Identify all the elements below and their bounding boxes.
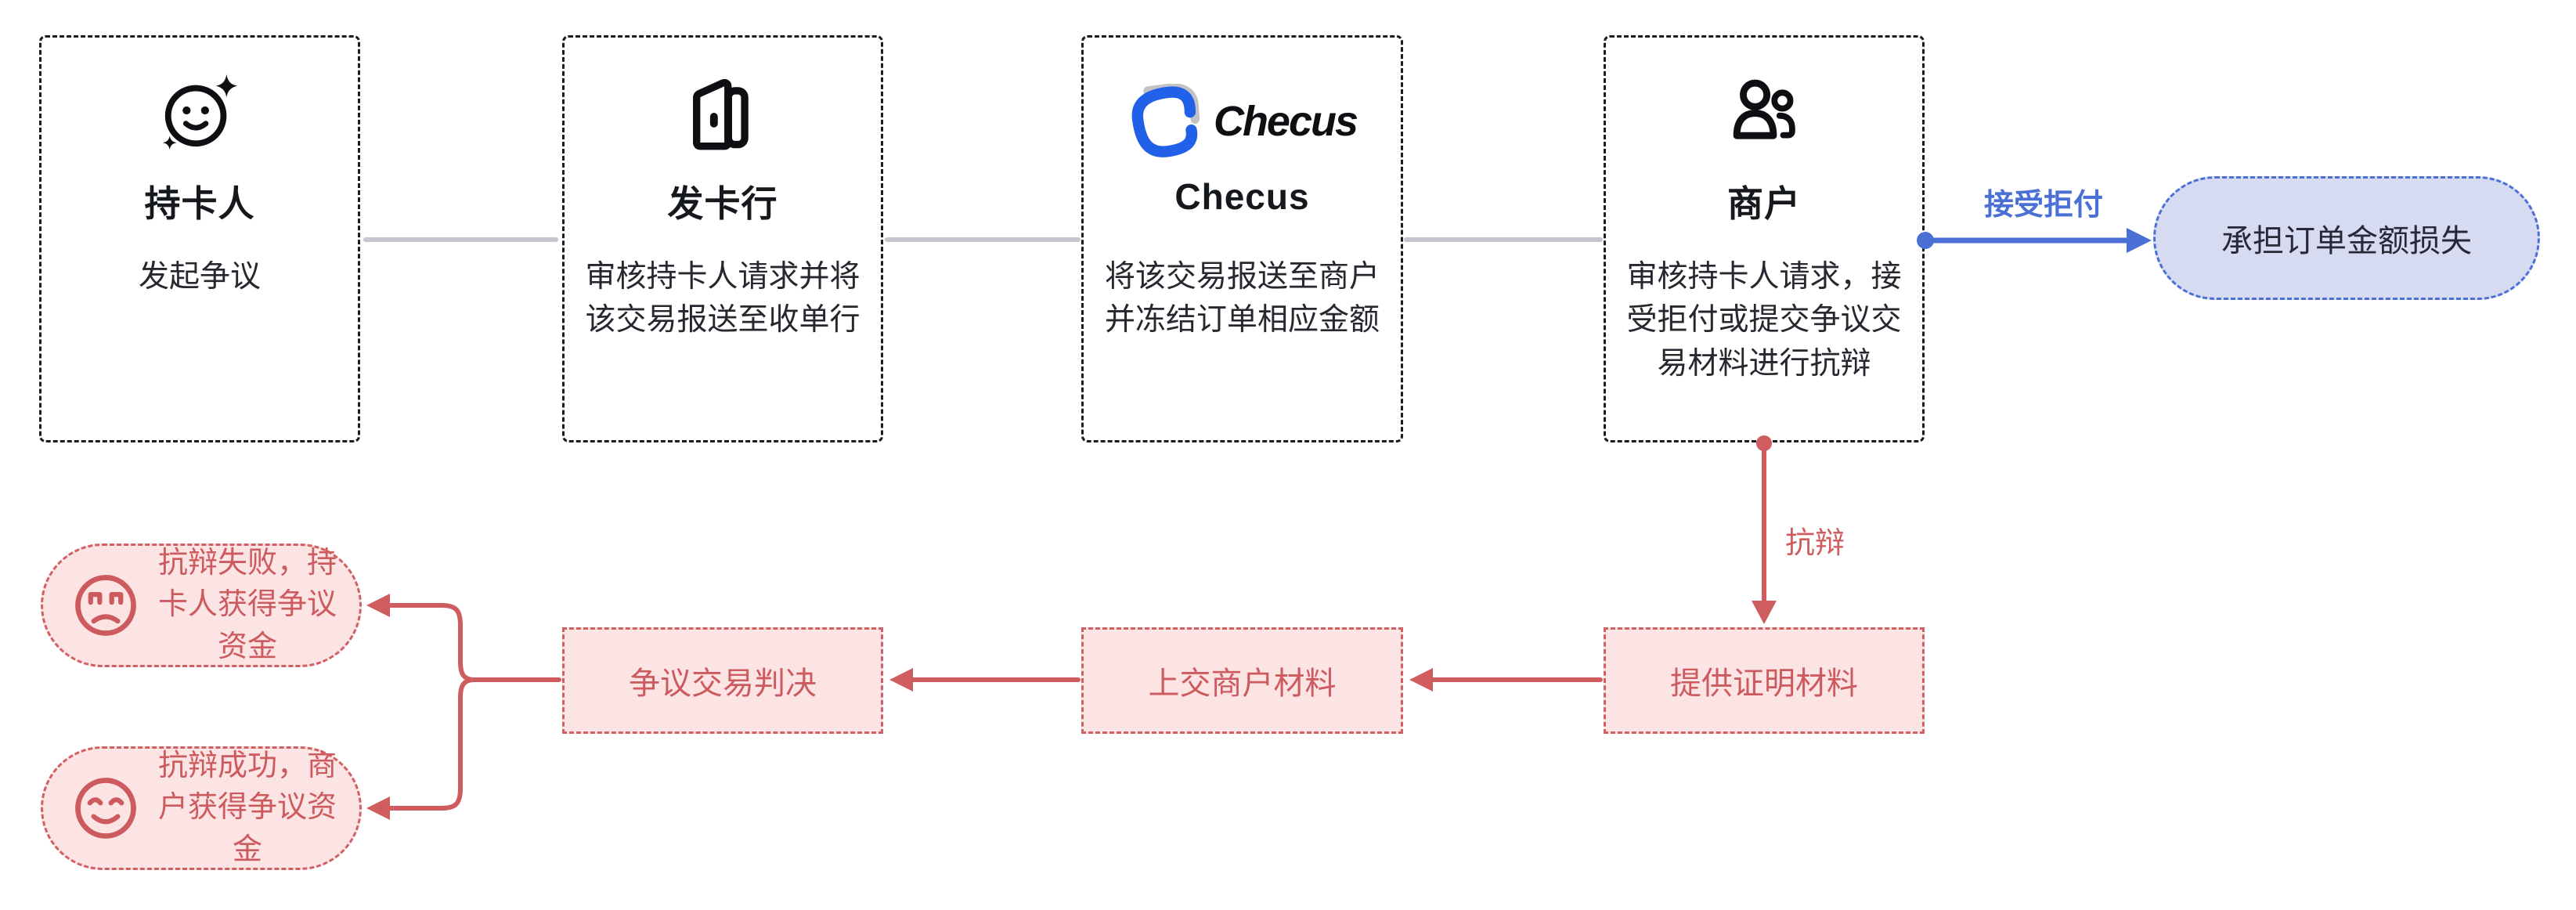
bank-door-icon [565, 69, 881, 155]
branch-to-failed-head [366, 594, 390, 617]
checus-logo-wordmark: Checus [1213, 98, 1358, 145]
node-merchant: 商户 审核持卡人请求，接受拒付或提交争议交易材料进行抗辩 [1604, 35, 1925, 442]
step-text: 上交商户材料 [1148, 666, 1337, 701]
users-icon [1606, 69, 1922, 155]
outcome-defense-succeeded: 抗辩成功，商户获得争议资金 [41, 746, 362, 870]
edge-label-accept-chargeback: 接受拒付 [1983, 189, 2103, 222]
node-title: 商户 [1727, 183, 1801, 224]
node-desc: 审核持卡人请求，接受拒付或提交争议交易材料进行抗辩 [1626, 260, 1902, 381]
step-dispute-judgment: 争议交易判决 [562, 627, 883, 734]
arrow-defend-head [1752, 601, 1777, 624]
step-provide-evidence: 提供证明材料 [1604, 627, 1925, 734]
step-text: 争议交易判决 [629, 666, 817, 701]
branch-to-succeeded-head [366, 796, 390, 820]
branch-to-succeeded-line [375, 677, 477, 811]
node-desc: 审核持卡人请求并将该交易报送至收单行 [585, 260, 860, 338]
node-desc: 发起争议 [138, 260, 261, 294]
arrow-evidence-to-submit-head [1409, 668, 1433, 692]
happy-face-icon [75, 778, 136, 839]
checus-logo: Checus [1084, 78, 1401, 164]
branch-to-failed-line [375, 603, 561, 682]
outcome-text: 承担订单金额损失 [2221, 224, 2472, 258]
outcome-bear-order-loss: 承担订单金额损失 [2153, 176, 2540, 300]
step-submit-merchant-materials: 上交商户材料 [1081, 627, 1403, 734]
arrow-accept-head [2127, 228, 2152, 253]
node-desc: 将该交易报送至商户并冻结订单相应金额 [1104, 260, 1380, 338]
node-title: 发卡行 [667, 183, 778, 224]
node-title: Checus [1174, 176, 1310, 217]
node-issuer: 发卡行 审核持卡人请求并将该交易报送至收单行 [562, 35, 883, 442]
sad-face-icon [75, 575, 136, 636]
node-checus: Checus Checus 将该交易报送至商户并冻结订单相应金额 [1081, 35, 1403, 442]
edge-label-defend: 抗辩 [1785, 527, 1845, 560]
outcome-text: 抗辩失败，持卡人获得争议资金 [157, 547, 337, 663]
smiley-sparkles-icon [41, 69, 358, 155]
step-text: 提供证明材料 [1670, 666, 1858, 701]
arrow-submit-to-judgment-head [889, 668, 913, 692]
checus-logo-mark [1131, 84, 1200, 157]
node-cardholder: 持卡人 发起争议 [39, 35, 360, 442]
outcome-defense-failed: 抗辩失败，持卡人获得争议资金 [41, 543, 362, 667]
node-title: 持卡人 [144, 183, 255, 224]
outcome-text: 抗辩成功，商户获得争议资金 [157, 749, 337, 866]
